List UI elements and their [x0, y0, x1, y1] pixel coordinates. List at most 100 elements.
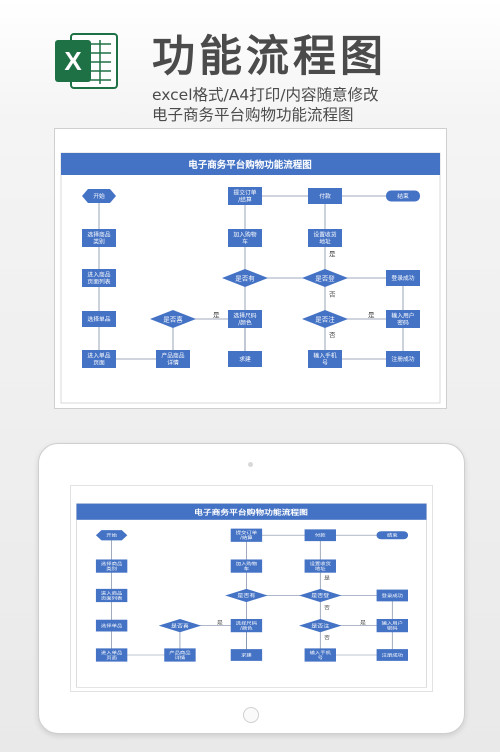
flow-node-label: 产品商品详情: [169, 650, 191, 661]
flow-node-select-item: 选择单品: [95, 619, 128, 632]
flow-node-register-ok: 注册成功: [376, 649, 408, 661]
connector-label-no: 否: [329, 291, 336, 299]
flow-node-start: 开始: [82, 189, 116, 203]
flow-node-add-cart: 加入购物车: [230, 559, 263, 573]
flow-node-label: 进入单品页面: [87, 352, 110, 367]
flow-node-label: 选择商品类别: [87, 231, 110, 246]
flow-node-label: 选择单品: [101, 623, 123, 629]
flow-node-label: 付款: [319, 192, 331, 200]
flow-node-label: 提交订单/结算: [233, 189, 256, 204]
flow-node-label: 选择单品: [87, 315, 110, 323]
flow-node-label: 加入购物车: [236, 561, 258, 572]
flow-node-submit-order: 提交订单/结算: [230, 528, 263, 542]
flow-node-label: 是否有: [237, 592, 256, 599]
flowchart-title-band: [76, 503, 427, 520]
tablet-home-button[interactable]: [243, 707, 259, 723]
flow-node-label: 设置收货地址: [310, 561, 332, 572]
flow-node-label: 进入单品页面: [101, 650, 123, 661]
flow-node-buy-now: 求建: [230, 649, 263, 661]
flow-node-label: 加入购物车: [233, 231, 256, 246]
flow-node-select-category: 选择商品类别: [82, 229, 116, 247]
flow-node-set-address: 设置收货地址: [308, 229, 342, 247]
flowchart-title-band: [61, 153, 440, 175]
flow-node-label: 输入用户密码: [391, 312, 414, 327]
flow-node-label: 付款: [315, 532, 326, 538]
flow-node-label: 是否注: [315, 314, 335, 323]
flowchart-diagram-preview: 电子商务平台购物功能流程图是是否否是开始选择商品类别进入商品页面列表选择单品进入…: [76, 503, 427, 688]
flow-node-choose-size: 选择尺码/颜色: [230, 618, 263, 633]
connector-label-yes: 是: [213, 311, 220, 319]
tablet-screen-preview: 电子商务平台购物功能流程图是是否否是开始选择商品类别进入商品页面列表选择单品进入…: [70, 485, 433, 692]
flow-node-label: 提交订单/结算: [236, 530, 258, 541]
flow-node-label: 登录成功: [382, 593, 404, 599]
connector-label-yes: 是: [329, 250, 336, 258]
logo-letter: X: [64, 46, 82, 76]
flow-node-pay: 付款: [304, 529, 336, 542]
flow-node-end: 结束: [376, 531, 408, 540]
flowchart-title: 电子商务平台购物功能流程图: [188, 159, 312, 171]
subtitle-description: 电子商务平台购物功能流程图: [152, 106, 354, 124]
connector-label-yes: 是: [217, 620, 224, 626]
flow-node-submit-order: 提交订单/结算: [228, 187, 262, 205]
flow-node-label: 输入用户密码: [382, 620, 404, 631]
flow-node-product-detail: 产品商品详情: [156, 350, 190, 368]
flow-node-end: 结束: [386, 190, 420, 202]
flow-node-choose-size: 选择尺码/颜色: [228, 310, 262, 328]
flow-node-label: 选择尺码/颜色: [236, 620, 258, 631]
flowchart-diagram: 电子商务平台购物功能流程图是是否否是开始选择商品类别进入商品页面列表选择单品进入…: [60, 152, 441, 404]
flow-node-satisfied: 是否喜: [150, 310, 196, 328]
flow-node-label: 开始: [106, 532, 117, 538]
connector-label-yes: 是: [368, 311, 375, 319]
flow-node-input-password: 输入用户密码: [376, 618, 408, 633]
flow-node-enter-list: 进入商品页面列表: [95, 588, 128, 603]
subtitle-format: excel格式/A4打印/内容随意修改: [152, 86, 379, 104]
flow-node-product-detail: 产品商品详情: [164, 648, 196, 662]
connector-label-no: 否: [324, 605, 331, 611]
flow-node-input-password: 输入用户密码: [386, 310, 420, 328]
flow-node-set-address: 设置收货地址: [304, 559, 336, 573]
flow-node-label: 进入商品页面列表: [87, 271, 110, 286]
flow-node-label: 是否注: [311, 622, 330, 629]
flow-node-label: 是否有: [235, 273, 255, 282]
flow-node-label: 选择商品类别: [101, 561, 123, 572]
flow-node-add-cart: 加入购物车: [228, 229, 262, 247]
flow-node-register-ok: 注册成功: [386, 351, 420, 367]
flow-node-select-item: 选择单品: [82, 311, 116, 327]
flow-node-input-phone: 输入手机号: [304, 648, 336, 662]
flow-node-label: 注册成功: [382, 652, 404, 658]
flow-node-label: 进入商品页面列表: [101, 590, 123, 601]
flow-node-buy-now: 求建: [228, 351, 262, 367]
flow-node-label: 产品商品详情: [161, 352, 184, 367]
tablet-camera: [248, 462, 253, 467]
connector-label-no: 否: [329, 331, 336, 339]
flow-node-label: 输入手机号: [313, 352, 336, 367]
flowchart-title: 电子商务平台购物功能流程图: [194, 508, 308, 517]
flow-node-label: 求建: [239, 355, 251, 363]
flow-node-pay: 付款: [308, 188, 342, 204]
flow-node-label: 登录成功: [391, 274, 414, 282]
flow-node-logged-in: 是否登: [302, 269, 348, 287]
flow-node-has-account: 是否有: [222, 269, 268, 287]
flow-node-label: 注册成功: [391, 355, 414, 363]
flow-node-enter-page: 进入单品页面: [82, 350, 116, 368]
flow-node-registered: 是否注: [302, 310, 348, 328]
flow-node-has-account: 是否有: [225, 588, 268, 603]
flow-node-label: 结束: [397, 192, 409, 200]
flow-node-satisfied: 是否喜: [158, 618, 202, 633]
flow-node-enter-list: 进入商品页面列表: [82, 269, 116, 287]
flow-node-label: 求建: [241, 652, 252, 658]
flow-node-label: 是否登: [311, 592, 330, 599]
connector-label-yes: 是: [360, 620, 367, 626]
connector-label-no: 否: [324, 634, 331, 640]
page-title: 功能流程图: [152, 32, 387, 82]
flow-node-login-ok: 登录成功: [386, 270, 420, 286]
flow-node-label: 选择尺码/颜色: [233, 312, 256, 327]
flow-node-label: 开始: [93, 192, 105, 200]
flow-node-registered: 是否注: [299, 618, 342, 633]
excel-logo-icon: X: [53, 28, 119, 94]
flow-node-enter-page: 进入单品页面: [95, 648, 128, 662]
flow-node-label: 是否喜: [171, 622, 190, 629]
flow-node-label: 输入手机号: [310, 650, 332, 661]
flow-node-start: 开始: [95, 530, 128, 541]
flow-node-label: 结束: [387, 532, 398, 538]
